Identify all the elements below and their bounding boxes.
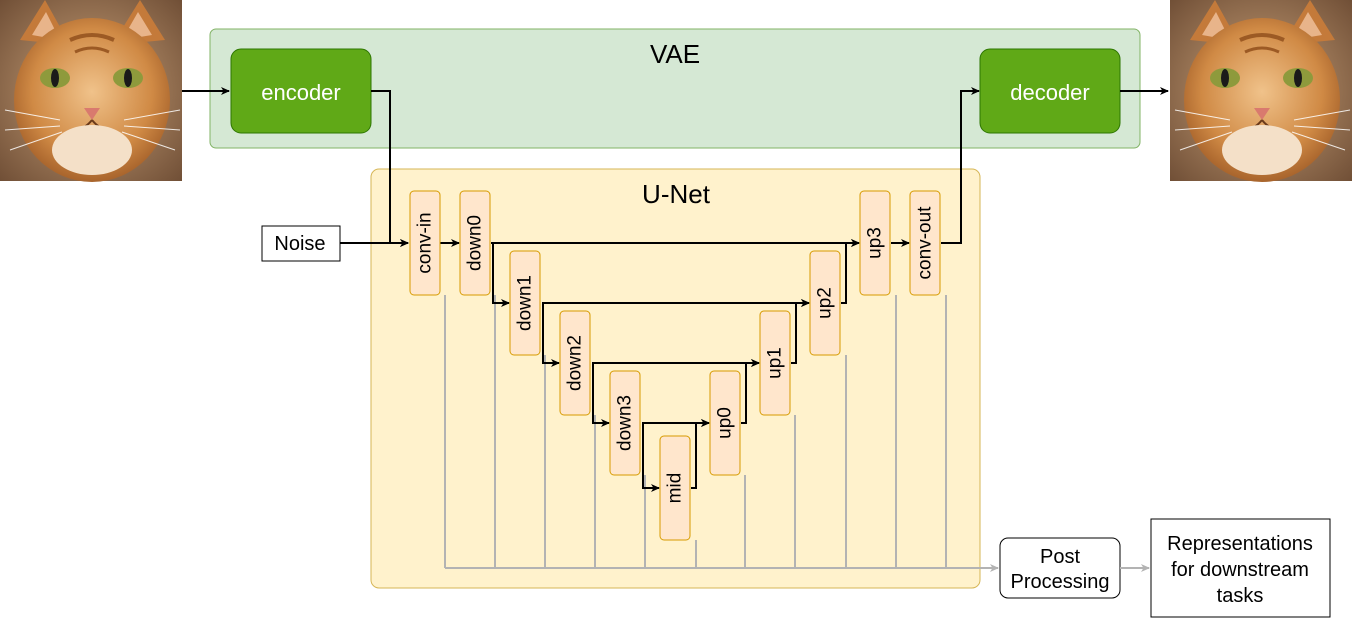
unet-block-up2: up2 <box>809 250 841 356</box>
unet-block-label: conv-out <box>915 206 936 280</box>
unet-block-up1: up1 <box>759 310 791 416</box>
unet-block-label: conv-in <box>415 212 436 273</box>
unet-block-label: up1 <box>765 347 786 379</box>
representations-line2: for downstream <box>1171 559 1309 581</box>
connections <box>182 87 1169 492</box>
representations-box: Representations for downstream tasks <box>1150 518 1331 618</box>
unet-block-label: mid <box>665 473 686 504</box>
unet-title: U-Net <box>642 179 711 209</box>
unet-block-conv-out: conv-out <box>909 190 941 296</box>
unet-block-up0: up0 <box>709 370 741 476</box>
encoder-label: encoder <box>261 80 341 105</box>
post-processing-box: Post Processing <box>999 537 1121 599</box>
unet-block-mid: mid <box>659 435 691 541</box>
unet-block-label: down3 <box>615 395 636 451</box>
unet-block-label: up2 <box>815 287 836 319</box>
vae-container <box>209 28 1141 149</box>
output-cat-image <box>1168 0 1352 184</box>
unet-block-down1: down1 <box>509 250 541 356</box>
noise-label: Noise <box>274 233 325 255</box>
unet-block-label: down1 <box>515 275 536 331</box>
representations-line1: Representations <box>1167 533 1313 555</box>
decoder-block: decoder <box>979 48 1121 134</box>
vae-title: VAE <box>650 39 700 69</box>
representations-line3: tasks <box>1217 585 1264 607</box>
unet-block-label: up0 <box>715 407 736 439</box>
noise-box: Noise <box>261 225 341 262</box>
feature-taps <box>444 295 999 572</box>
unet-block-down0: down0 <box>459 190 491 296</box>
post-processing-line1: Post <box>1040 546 1080 568</box>
unet-block-label: up3 <box>865 227 886 259</box>
unet-block-label: down0 <box>465 215 486 271</box>
encoder-block: encoder <box>230 48 372 134</box>
input-cat-image <box>0 0 184 184</box>
unet-block-up3: up3 <box>859 190 891 296</box>
unet-block-down2: down2 <box>559 310 591 416</box>
unet-blocks: conv-in down0 down1 down2 down3 mid up0 up1 up2 u… <box>409 190 941 541</box>
decoder-label: decoder <box>1010 80 1090 105</box>
unet-block-label: down2 <box>565 335 586 391</box>
unet-block-conv-in: conv-in <box>409 190 441 296</box>
unet-block-down3: down3 <box>609 370 641 476</box>
post-processing-line2: Processing <box>1011 571 1110 593</box>
